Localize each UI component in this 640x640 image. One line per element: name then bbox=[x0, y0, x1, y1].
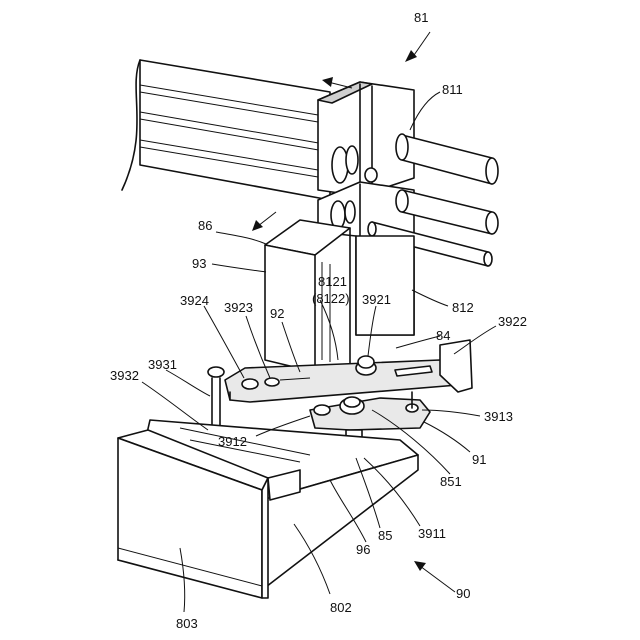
cam-link-91 bbox=[310, 392, 430, 430]
label-3911: 3911 bbox=[418, 526, 446, 541]
arrow-bracket-motion bbox=[252, 212, 276, 231]
label-803: 803 bbox=[176, 616, 198, 631]
label-8122: (8122) bbox=[312, 291, 350, 306]
label-8121: 8121 bbox=[318, 274, 347, 289]
label-3924: 3924 bbox=[180, 293, 209, 308]
label-96: 96 bbox=[356, 542, 370, 557]
label-81: 81 bbox=[414, 10, 428, 25]
label-3923: 3923 bbox=[224, 300, 253, 315]
arrow-90 bbox=[414, 561, 455, 592]
rail-81 bbox=[122, 60, 330, 200]
plate-812 bbox=[356, 236, 414, 335]
label-92: 92 bbox=[270, 306, 284, 321]
label-85: 85 bbox=[378, 528, 392, 543]
label-91: 91 bbox=[472, 452, 486, 467]
post-3931 bbox=[208, 367, 224, 428]
label-3931: 3931 bbox=[148, 357, 177, 372]
arrow-rail-motion bbox=[322, 77, 352, 88]
label-812: 812 bbox=[452, 300, 474, 315]
arrow-81 bbox=[405, 32, 430, 62]
label-84: 84 bbox=[436, 328, 450, 343]
label-802: 802 bbox=[330, 600, 352, 615]
label-3912: 3912 bbox=[218, 434, 247, 449]
label-86: 86 bbox=[198, 218, 212, 233]
lever-arm-84 bbox=[225, 340, 472, 402]
label-811: 811 bbox=[442, 82, 463, 97]
label-3913: 3913 bbox=[484, 409, 513, 424]
label-90: 90 bbox=[456, 586, 470, 601]
label-93: 93 bbox=[192, 256, 206, 271]
label-851: 851 bbox=[440, 474, 462, 489]
label-3921: 3921 bbox=[362, 292, 391, 307]
label-3932: 3932 bbox=[110, 368, 139, 383]
label-3922: 3922 bbox=[498, 314, 527, 329]
